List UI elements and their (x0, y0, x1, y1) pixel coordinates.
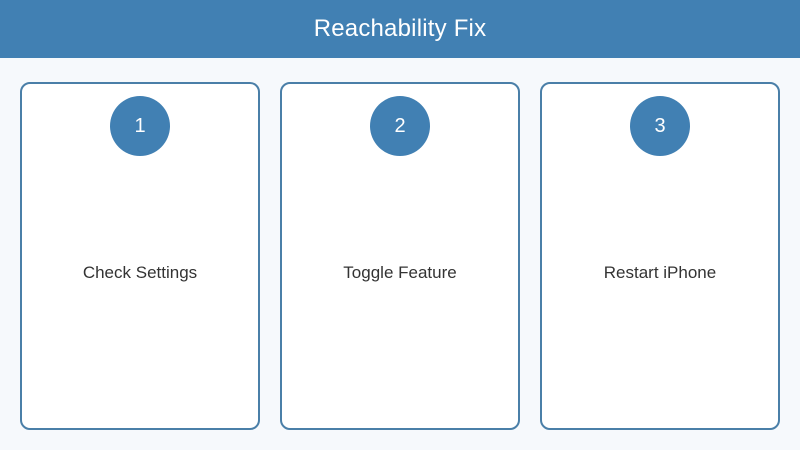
step-number-badge-1: 1 (110, 96, 170, 156)
step-title-1: Check Settings (82, 263, 198, 282)
step-number-badge-2: 2 (370, 96, 430, 156)
step-number-badge-3: 3 (630, 96, 690, 156)
step-title-3: Restart iPhone (603, 263, 717, 282)
page-title: Reachability Fix (313, 15, 487, 42)
step-card-3[interactable]: 3 Restart iPhone (540, 82, 780, 430)
step-card-row: 1 Check Settings 2 Toggle Feature 3 Rest… (20, 82, 780, 430)
step-title-2: Toggle Feature (343, 263, 457, 282)
step-number-label-1: 1 (134, 115, 146, 137)
step-card-2[interactable]: 2 Toggle Feature (280, 82, 520, 430)
step-card-1[interactable]: 1 Check Settings (20, 82, 260, 430)
step-number-label-2: 2 (394, 115, 406, 137)
step-number-label-3: 3 (654, 115, 666, 137)
header-bar: Reachability Fix (0, 0, 800, 58)
